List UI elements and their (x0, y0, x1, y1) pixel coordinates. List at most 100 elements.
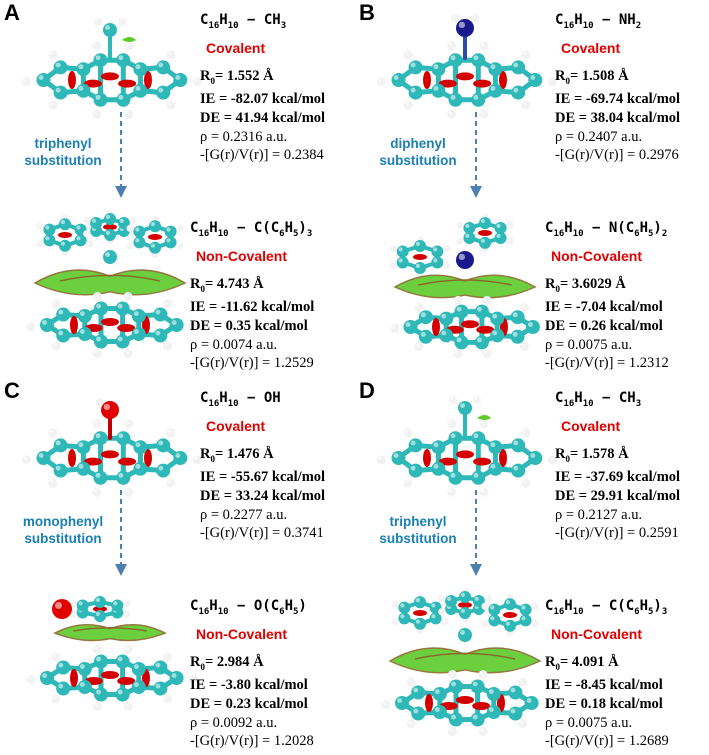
formula-part: H (284, 220, 293, 236)
formula-part: 5 (293, 606, 299, 617)
hydrogen-atom (96, 398, 104, 406)
carbon-atom (131, 327, 146, 341)
formula-part: 5 (648, 606, 654, 617)
bond-type-label: Covalent (561, 40, 621, 56)
carbon-atom (111, 599, 124, 612)
gv-ratio-value: -[G(r)/V(r)] = 0.3741 (200, 525, 324, 542)
carbon-atom (133, 62, 148, 77)
carbon-atom (470, 679, 485, 694)
substitution-word: substitution (24, 531, 102, 546)
hydrogen-atom (123, 600, 131, 608)
carbon-atom (471, 470, 486, 485)
formula-part: 10 (572, 606, 584, 617)
hydrogen-atom (403, 478, 413, 488)
hydrogen-atom (479, 419, 489, 429)
hydrogen-atom (479, 109, 489, 119)
hydrogen-atom (124, 41, 134, 51)
carbon-atom (508, 685, 523, 700)
carbon-atom (474, 335, 489, 350)
formula-part: C (545, 220, 554, 236)
hydrogen-atom (478, 670, 488, 679)
formula-part: − CH (593, 390, 636, 406)
carbon-atom (76, 599, 89, 612)
rho-value: ρ = 0.0074 a.u. (190, 336, 278, 353)
substitution-word: substitution (24, 153, 102, 168)
hydrogen-atom (481, 602, 489, 610)
hydrogen-atom (521, 100, 531, 110)
oxygen-atom (52, 599, 72, 619)
bond-type-label: Non-Covalent (196, 248, 287, 264)
carbon-atom (486, 705, 501, 719)
carbon-atom (43, 223, 56, 236)
formula-part: 2 (635, 20, 642, 31)
hydrogen-atom (51, 694, 61, 704)
formula-part: − NH (593, 12, 636, 28)
central-carbon (103, 250, 117, 264)
nci-isosurface (388, 647, 542, 674)
carbon-atom (94, 596, 106, 608)
carbon-atom (490, 311, 505, 326)
formula-part: 6 (634, 228, 640, 239)
carbon-atom (431, 62, 446, 77)
formula-part: C (555, 12, 564, 28)
r0-subscript: 0 (210, 75, 215, 86)
de-value: DE = 33.24 kcal/mol (200, 488, 326, 505)
formula-part: 16 (553, 228, 565, 239)
carbon-atom (488, 614, 501, 627)
hydrogen-atom (92, 109, 102, 119)
carbon-atom (448, 431, 463, 446)
carbon-atom (156, 438, 171, 453)
hydrogen-atom (126, 224, 134, 232)
carbon-atom (463, 222, 476, 235)
formula-part: − CH (238, 12, 281, 28)
carbon-atom (395, 696, 409, 710)
r0-number: = 2.984 Å (204, 654, 264, 670)
carbon-atom (472, 595, 485, 607)
hydrogen-atom (443, 262, 451, 270)
hydrogen-atom (123, 292, 133, 301)
formula-part: H (219, 12, 228, 28)
carbon-atom (408, 438, 423, 453)
bottom-molecule-render (365, 205, 565, 375)
carbon-atom (391, 451, 406, 465)
carbon-atom (431, 256, 444, 269)
transform-arrow (469, 488, 483, 583)
ring-critical-point (425, 694, 433, 712)
hydrogen-atom (48, 428, 58, 438)
hydrogen-atom (129, 216, 137, 224)
carbon-atom (131, 680, 146, 694)
ring-critical-point (101, 450, 119, 459)
carbon-atom (411, 706, 426, 721)
formula-part: 10 (582, 398, 594, 409)
ring-critical-point (93, 606, 107, 612)
carbon-atom (77, 662, 92, 676)
carbon-atom (488, 62, 503, 77)
carbon-atom (432, 705, 447, 719)
carbon-atom (43, 234, 56, 247)
hydrogen-atom (521, 428, 531, 438)
formula-part: H (219, 390, 228, 406)
carbon-atom (59, 239, 71, 252)
bottom-molecule-render (10, 583, 210, 753)
formula-part: H (574, 12, 583, 28)
r0-value: R0= 1.552 Å (200, 67, 325, 90)
carbon-atom (408, 85, 423, 100)
carbon-atom (504, 619, 516, 632)
r0-symbol: R (555, 446, 566, 462)
transform-arrow (114, 110, 128, 205)
carbon-atom (474, 304, 489, 319)
hydrogen-atom (166, 50, 176, 60)
carbon-atom (414, 262, 426, 274)
carbon-atom (169, 318, 184, 332)
formula-part: 16 (563, 20, 575, 31)
hydrogen-atom (443, 244, 451, 252)
ring-critical-point (117, 324, 136, 332)
hydrogen-atom (48, 100, 58, 110)
carbon-atom (454, 335, 469, 350)
carbon-atom (459, 607, 471, 619)
carbon-atom (479, 236, 491, 249)
carbon-atom (471, 431, 486, 446)
